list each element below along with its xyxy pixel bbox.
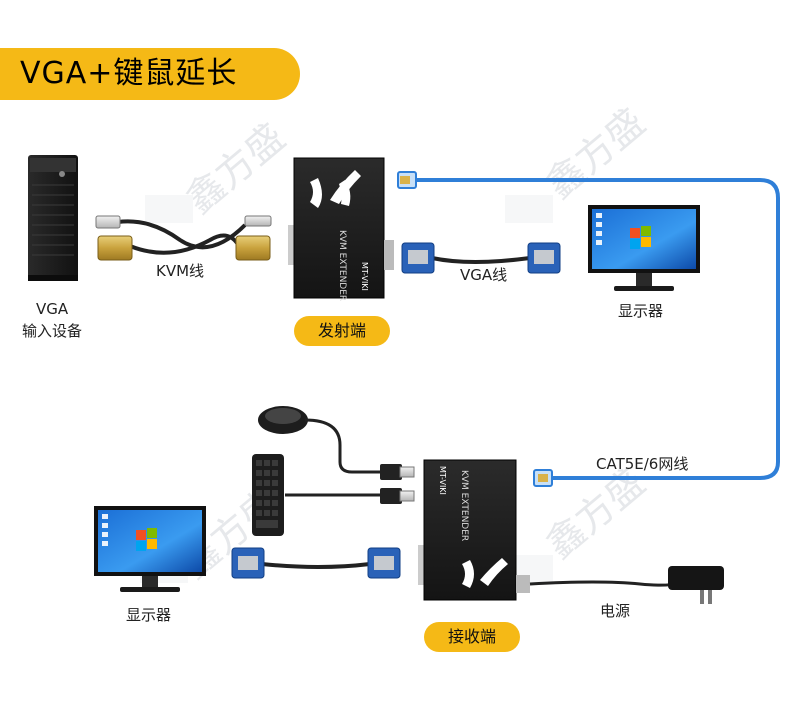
monitor-bottom-icon: [94, 506, 206, 592]
watermark-logo: 鑫方盛: [178, 115, 294, 222]
vga-cable-label: VGA线: [460, 266, 508, 284]
power-adapter-icon: [529, 566, 724, 604]
cat-cable-label: CAT5E/6网线: [596, 455, 689, 473]
monitor-top-icon: [588, 205, 700, 291]
vga-cable-bottom-icon: [231, 547, 401, 579]
transmitter-label: 发射端: [294, 316, 390, 346]
brand-label: MT-VIKI: [438, 466, 447, 495]
page-title: VGA+键鼠延长: [20, 56, 238, 91]
network-cable: [412, 178, 780, 480]
brand-label: MT-VIKI: [360, 262, 369, 291]
vga-input-label-line1: VGA: [36, 300, 69, 318]
vga-cable-top-icon: [401, 242, 561, 274]
mouse-icon: [258, 406, 382, 474]
watermark-logo: 鑫方盛: [538, 460, 654, 567]
windows-logo: [136, 528, 157, 551]
usb-plug-icon: [380, 464, 415, 504]
receiver-label: 接收端: [424, 622, 520, 652]
device-model-label: KVM EXTENDER: [459, 470, 469, 541]
kvm-cable-icon: [95, 215, 272, 261]
rj45-connector-bottom: [533, 469, 553, 487]
title-banner: [0, 48, 300, 100]
windows-logo: [630, 226, 651, 249]
device-model-label: KVM EXTENDER: [337, 230, 347, 301]
transmitter-device: KVM EXTENDER MT-VIKI: [288, 157, 394, 301]
kvm-cable-label: KVM线: [156, 262, 205, 280]
watermark: 鑫方盛 鑫方盛 鑫方盛 鑫方盛: [140, 100, 653, 587]
monitor-top-label: 显示器: [618, 302, 664, 320]
rj45-connector-top: [397, 171, 417, 189]
receiver-device: MT-VIKI KVM EXTENDER: [418, 459, 530, 601]
pc-tower-icon: [28, 155, 78, 281]
vga-input-label-line2: 输入设备: [22, 322, 83, 340]
keyboard-icon: [252, 454, 382, 536]
monitor-bottom-label: 显示器: [126, 606, 172, 624]
watermark-logo: 鑫方盛: [538, 100, 654, 207]
power-label: 电源: [600, 602, 631, 620]
